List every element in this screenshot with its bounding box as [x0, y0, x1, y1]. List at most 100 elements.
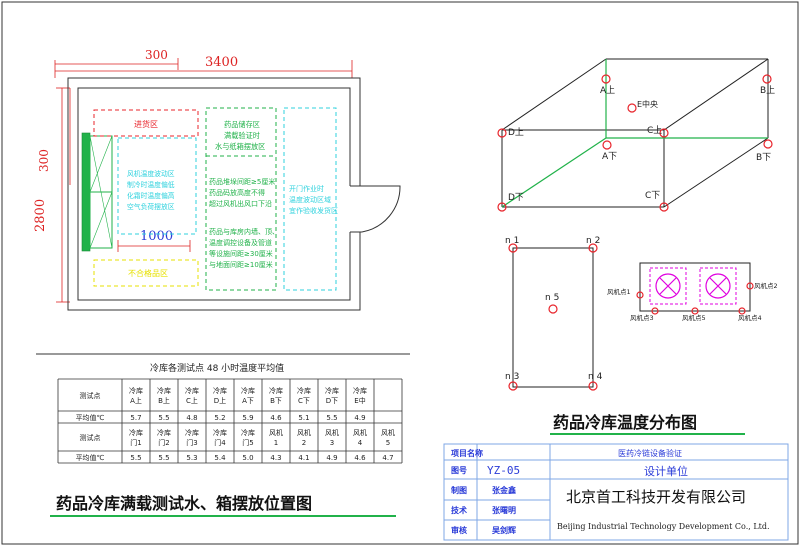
dim-3400: 3400 — [205, 55, 238, 70]
label-fan3: 风机点3 — [630, 313, 654, 322]
svg-text:空气负荷摆放区: 空气负荷摆放区 — [127, 202, 175, 211]
table-cell: 5.5 — [326, 414, 337, 422]
zone-storage-text: 药品储存区 满载验证时 水与纸箱摆放区 — [215, 120, 265, 151]
dim-300-left: 300 — [37, 149, 51, 172]
plan-2d: n 1 n 2 n 3 n 4 n 5 — [505, 236, 603, 391]
table-cell: 4.6 — [270, 414, 282, 422]
label-b-bottom: B下 — [756, 153, 771, 163]
zone-receiving-box — [93, 109, 199, 137]
distribution-title: 药品冷库温度分布图 — [553, 413, 697, 432]
zone-unqualified-box — [93, 259, 199, 287]
svg-text:超过风机出风口下沿: 超过风机出风口下沿 — [209, 199, 272, 208]
svg-text:药品与库房内墙、顶、: 药品与库房内墙、顶、 — [209, 227, 279, 236]
table-cell: 5.5 — [130, 454, 141, 462]
table-cell: 5.3 — [186, 454, 197, 462]
label-n3: n 3 — [505, 372, 519, 382]
label-n4: n 4 — [588, 372, 603, 382]
fan-unit: 风机点1 风机点2 风机点3 风机点5 风机点4 — [607, 262, 778, 322]
svg-text:风机温度波动区: 风机温度波动区 — [127, 169, 175, 178]
dim-2800: 2800 — [33, 199, 48, 232]
table-cell: 4.9 — [326, 454, 337, 462]
tb-project-label: 项目名称 — [451, 448, 483, 458]
zone-unqualified-label: 不合格品区 — [128, 268, 168, 278]
table-cell: 4.3 — [270, 454, 281, 462]
label-fan4: 风机点4 — [738, 313, 762, 322]
tb-company-en: Beijing Industrial Technology Developmen… — [557, 522, 770, 531]
main-title: 药品冷库满载测试水、箱摆放位置图 — [56, 494, 312, 513]
svg-text:满载验证时: 满载验证时 — [224, 131, 260, 140]
zone-air-loss-text: 风机温度波动区 制冷时温度偏低 化霜时温度偏高 空气负荷摆放区 — [127, 169, 175, 211]
svg-text:化霜时温度偏高: 化霜时温度偏高 — [127, 191, 175, 200]
zone-door-box — [283, 107, 337, 291]
table-cell: 冷库门3 — [185, 428, 199, 447]
label-b-top: B上 — [760, 85, 775, 96]
label-n5: n 5 — [545, 293, 559, 303]
fan-1-icon — [655, 273, 681, 299]
table-cell: 冷库门4 — [213, 428, 227, 447]
table-row-header: 平均值℃ — [76, 413, 105, 422]
zone-rules-text: 药品堆垛间距≥5厘米 药品码放高度不得 超过风机出风口下沿 药品与库房内墙、顶、… — [209, 177, 279, 269]
svg-text:宜作验收发货区: 宜作验收发货区 — [289, 206, 338, 215]
svg-text:制冷时温度偏低: 制冷时温度偏低 — [127, 180, 175, 189]
tb-tech-value: 张曙明 — [492, 505, 516, 515]
svg-text:温度调控设备及管道: 温度调控设备及管道 — [209, 238, 272, 247]
zone-air-loss-box — [117, 137, 197, 235]
svg-text:药品码放高度不得: 药品码放高度不得 — [209, 188, 265, 197]
table-row-header: 测试点 — [80, 391, 101, 400]
label-fan1: 风机点1 — [607, 287, 631, 296]
tb-drawn-value: 张金鑫 — [492, 485, 516, 495]
table-cell: 4.7 — [382, 454, 393, 462]
zone-door-text: 开门作业时 温度波动区域 宜作验收发货区 — [289, 184, 338, 215]
table-cell: 冷库门5 — [241, 428, 255, 447]
title-block: 项目名称 图号 制图 技术 审核 张金鑫 张曙明 吴剑辉 YZ-05 医药冷链设… — [443, 443, 789, 541]
table-cell: 5.4 — [214, 454, 226, 462]
table-cell: 5.5 — [158, 414, 169, 422]
table-cell: 冷库门2 — [157, 428, 171, 447]
floor-plan: 300 3400 300 2800 1000 进货区 药品储存区 — [33, 48, 401, 311]
tb-review-value: 吴剑辉 — [492, 525, 516, 535]
table-cell: 冷库门1 — [129, 428, 143, 447]
table-cell: 5.9 — [242, 414, 253, 422]
label-n2: n 2 — [586, 236, 600, 246]
table-cell: 4.8 — [186, 414, 197, 422]
table-caption: 冷库各测试点 48 小时温度平均值 — [150, 362, 284, 374]
box-sensor-points — [497, 74, 773, 212]
door-swing — [361, 185, 401, 233]
svg-text:药品堆垛间距≥5厘米: 药品堆垛间距≥5厘米 — [209, 177, 275, 186]
label-fan5: 风机点5 — [682, 313, 706, 322]
svg-text:等设施间距≥30厘米: 等设施间距≥30厘米 — [209, 249, 273, 258]
label-a-bottom: A下 — [602, 152, 617, 162]
label-n1: n 1 — [505, 236, 519, 246]
table-cell: 4.6 — [354, 454, 366, 462]
box-hidden-edges — [501, 59, 768, 208]
box-3d: A上 B上 C上 D上 A下 B下 C下 D下 E中央 — [497, 58, 775, 212]
fan-2-icon — [705, 273, 731, 299]
svg-text:水与纸箱摆放区: 水与纸箱摆放区 — [215, 142, 265, 151]
table-cell: 5.2 — [214, 414, 225, 422]
tb-company-cn: 北京首工科技开发有限公司 — [566, 488, 746, 506]
label-d-top: D上 — [508, 127, 524, 138]
table-cell: 5.5 — [158, 454, 169, 462]
tb-project-value: 医药冷链设备验证 — [618, 448, 682, 458]
svg-text:温度波动区域: 温度波动区域 — [289, 195, 331, 204]
door-opening — [348, 186, 362, 232]
table-cell: 4.9 — [354, 414, 365, 422]
tb-drawing-no-label: 图号 — [451, 466, 467, 475]
tb-tech-label: 技术 — [451, 505, 467, 515]
dim-1000: 1000 — [140, 229, 173, 244]
table-cell: 4.1 — [298, 454, 309, 462]
